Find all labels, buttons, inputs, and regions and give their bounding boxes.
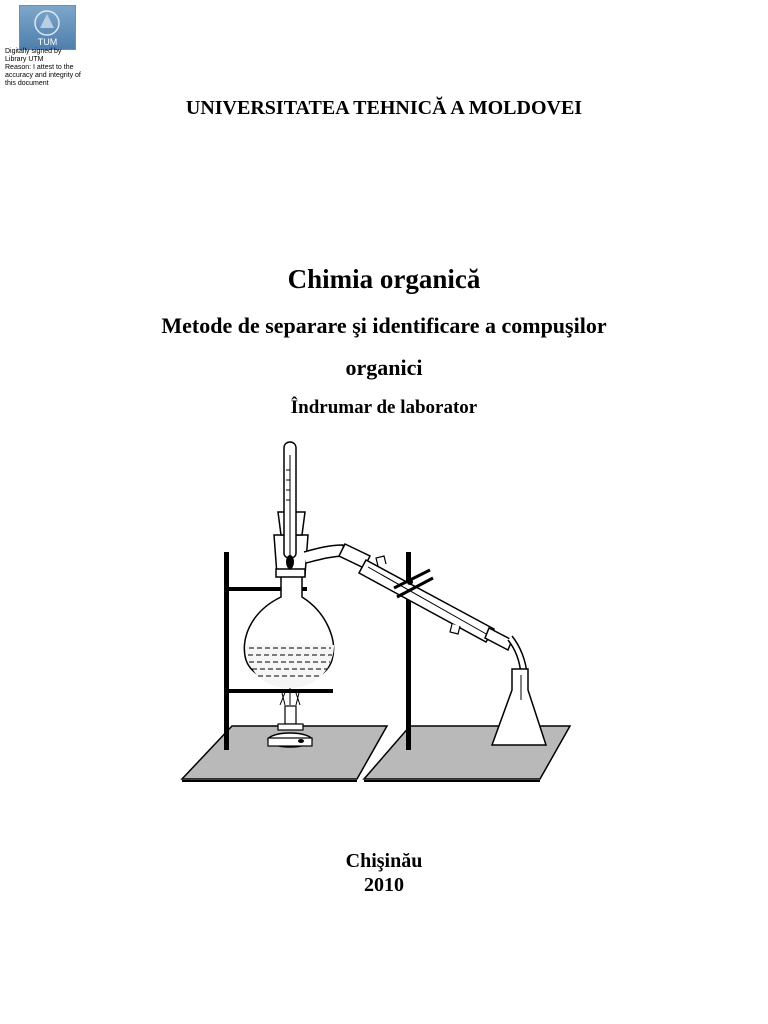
erlenmeyer-flask — [490, 668, 548, 746]
distillation-apparatus-illustration: : — [175, 441, 572, 782]
subtitle-line-1: Metode de separare şi identificare a com… — [161, 313, 607, 338]
university-name: UNIVERSITATEA TEHNICĂ A MOLDOVEI — [185, 97, 583, 119]
logo-text: TUM — [37, 37, 58, 47]
document-title: Chimia organică — [287, 264, 481, 294]
signature-line: this document — [5, 80, 49, 87]
signature-line: Library UTM — [5, 56, 44, 63]
subtitle-line-2: organici — [345, 355, 423, 380]
signature-line: Reason: I attest to the — [5, 64, 74, 71]
round-bottom-flask — [243, 575, 335, 688]
condenser-clamp — [393, 568, 434, 599]
publication-city: Chişinău — [345, 850, 423, 872]
publication-year: 2010 — [364, 874, 404, 896]
stray-marker: : — [175, 482, 176, 492]
tum-logo-icon: TUM — [19, 5, 76, 50]
tum-emblem-graphic — [34, 10, 60, 36]
liebig-condenser — [337, 543, 513, 652]
burner-icon — [267, 688, 313, 748]
right-stand — [406, 552, 411, 750]
thermometer-icon — [283, 441, 297, 569]
signature-line: Digitally signed by — [5, 48, 62, 55]
left-stand — [224, 552, 333, 750]
subtitle-line-3: Îndrumar de laborator — [290, 397, 478, 418]
signature-text: Digitally signed by Library UTM Reason: … — [5, 48, 95, 88]
left-base-plate — [180, 725, 389, 782]
signature-line: accuracy and integrity of — [5, 72, 81, 79]
